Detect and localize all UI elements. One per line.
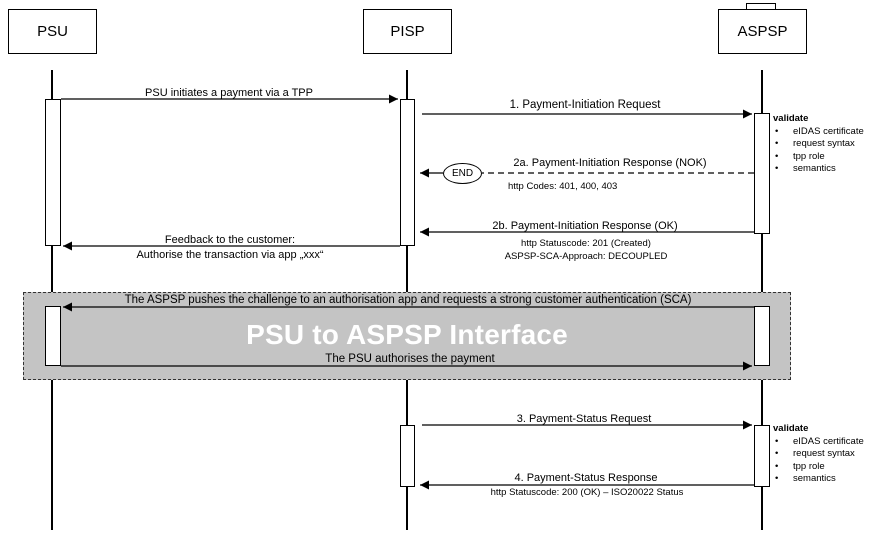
label-statuscode-201: http Statuscode: 201 (Created) <box>521 238 651 249</box>
actor-pisp-label: PISP <box>390 23 425 40</box>
validate-title-2: validate <box>773 423 809 434</box>
validate-1-item: eIDAS certificate <box>775 126 864 139</box>
label-payment-status-response: 4. Payment-Status Response <box>514 472 658 484</box>
label-psu-authorises: The PSU authorises the payment <box>325 353 495 365</box>
actor-psu: PSU <box>8 9 97 54</box>
label-payment-initiation-request: 1. Payment-Initiation Request <box>509 99 661 111</box>
activation-aspsp-2 <box>754 306 770 366</box>
activation-psu-2 <box>45 306 61 366</box>
validate-2-item: tpp role <box>775 461 864 474</box>
label-psu-initiates: PSU initiates a payment via a TPP <box>145 87 313 99</box>
validate-title-1: validate <box>773 113 809 124</box>
validate-2-item: request syntax <box>775 448 864 461</box>
activation-psu-1 <box>45 99 61 246</box>
label-http-codes: http Codes: 401, 400, 403 <box>508 181 618 192</box>
label-feedback-line2: Authorise the transaction via app „xxx“ <box>136 249 324 261</box>
activation-aspsp-3 <box>754 425 770 487</box>
band-title: PSU to ASPSP Interface <box>246 319 568 350</box>
actor-aspsp-label: ASPSP <box>737 23 788 40</box>
validate-1-item: request syntax <box>775 138 864 151</box>
validate-note-1: validate eIDAS certificate request synta… <box>773 113 864 176</box>
actor-psu-label: PSU <box>37 23 68 40</box>
label-response-nok: 2a. Payment-Initiation Response (NOK) <box>513 157 707 169</box>
validate-1-item: semantics <box>775 163 864 176</box>
validate-note-2: validate eIDAS certificate request synta… <box>773 423 864 486</box>
actor-aspsp: ASPSP <box>718 9 807 54</box>
validate-2-item: semantics <box>775 473 864 486</box>
label-payment-status-request: 3. Payment-Status Request <box>516 413 652 425</box>
activation-pisp-1 <box>400 99 415 246</box>
label-sca-approach: ASPSP-SCA-Approach: DECOUPLED <box>504 251 668 262</box>
end-terminator: END <box>443 163 482 184</box>
end-label: END <box>451 168 474 179</box>
validate-1-item: tpp role <box>775 151 864 164</box>
validate-2-item: eIDAS certificate <box>775 436 864 449</box>
label-statuscode-200: http Statuscode: 200 (OK) – ISO20022 Sta… <box>490 487 684 498</box>
actor-pisp: PISP <box>363 9 452 54</box>
label-response-ok: 2b. Payment-Initiation Response (OK) <box>492 220 678 232</box>
label-sca-push: The ASPSP pushes the challenge to an aut… <box>124 294 692 306</box>
activation-aspsp-1 <box>754 113 770 234</box>
activation-pisp-2 <box>400 425 415 487</box>
actor-aspsp-tab <box>746 3 776 10</box>
label-feedback-line1: Feedback to the customer: <box>164 234 296 246</box>
